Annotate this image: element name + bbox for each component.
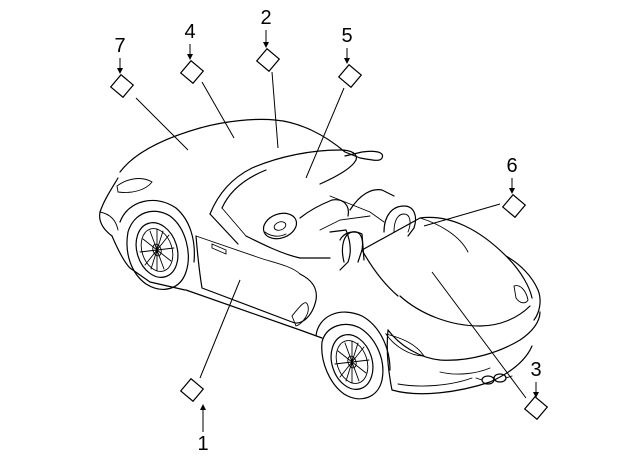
label-tag-3	[523, 395, 549, 421]
door-inner-line	[195, 235, 301, 275]
rear-deck	[99, 177, 119, 237]
callout-4: 4	[179, 21, 235, 139]
rear-light	[116, 178, 153, 193]
nose	[386, 329, 533, 395]
front-bumper	[387, 311, 541, 361]
callout-label-6: 6	[506, 155, 517, 177]
rear-panel-line	[99, 211, 119, 231]
callout-7: 7	[109, 35, 189, 151]
callout-label-4: 4	[184, 21, 195, 43]
front-wheel	[321, 323, 384, 400]
side-intake	[291, 302, 309, 327]
bumper-line	[397, 377, 473, 387]
front-intake	[439, 367, 491, 375]
front-wheel-arch	[315, 311, 391, 371]
side-sill	[185, 289, 323, 339]
a-pillar	[209, 169, 267, 245]
callout-label-2: 2	[260, 7, 271, 29]
front-fender-right	[505, 255, 541, 321]
front-light-left	[384, 333, 425, 357]
front-fascia-top	[399, 295, 531, 327]
callout-6: 6	[423, 155, 527, 227]
car-illustration	[99, 118, 541, 400]
callout-label-7: 7	[114, 35, 125, 57]
label-tag-6	[501, 193, 527, 219]
windshield-frame	[209, 149, 357, 215]
callout-label-5: 5	[341, 25, 352, 47]
callout-label-1: 1	[197, 433, 208, 455]
rear-fender	[111, 235, 186, 291]
door-handle	[211, 243, 227, 255]
label-tag-7	[109, 73, 135, 99]
hood-crease	[419, 217, 469, 253]
cowl	[361, 249, 399, 297]
label-tag-2	[255, 47, 281, 73]
label-tag-1	[179, 377, 205, 403]
headlight-right	[513, 285, 529, 304]
interior	[245, 189, 417, 271]
callout-1: 1	[179, 279, 241, 455]
hood-outline	[361, 216, 533, 299]
car-body-outline	[119, 118, 384, 173]
callout-2: 2	[255, 7, 281, 149]
rear-wheel-arch	[119, 199, 195, 263]
exhaust	[475, 373, 513, 385]
windshield-inner	[221, 207, 247, 237]
label-tag-4	[179, 59, 205, 85]
callout-5: 5	[305, 25, 363, 179]
rear-wheel	[126, 210, 189, 290]
callout-label-3: 3	[530, 359, 541, 381]
callout-3: 3	[431, 271, 549, 421]
label-tag-5	[337, 63, 363, 89]
